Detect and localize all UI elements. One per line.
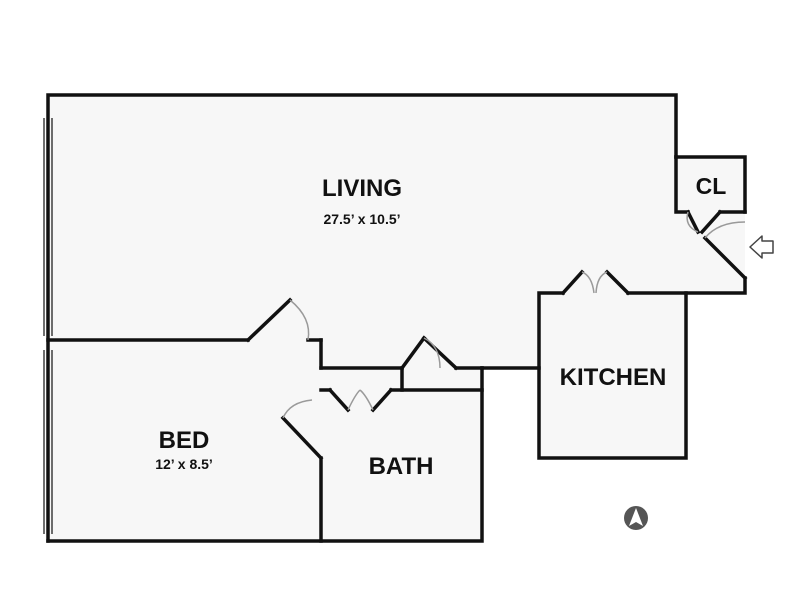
room-dimensions-bed: 12’ x 8.5’	[155, 456, 213, 472]
room-label-kitchen: KITCHEN	[560, 364, 667, 391]
room-label-bed: BED	[159, 427, 210, 454]
room-label-living: LIVING	[322, 175, 402, 202]
room-label-bath: BATH	[369, 453, 434, 480]
door-leaves	[245, 209, 748, 461]
north-compass-icon	[624, 506, 648, 530]
window-bed	[43, 350, 53, 534]
entry-arrow-icon	[749, 235, 774, 259]
door-arcs	[282, 211, 746, 419]
floor-area	[48, 95, 745, 541]
walls	[46, 93, 747, 543]
window-living	[43, 118, 53, 336]
room-label-closet: CL	[696, 173, 727, 199]
room-dimensions-living: 27.5’ x 10.5’	[323, 211, 400, 227]
